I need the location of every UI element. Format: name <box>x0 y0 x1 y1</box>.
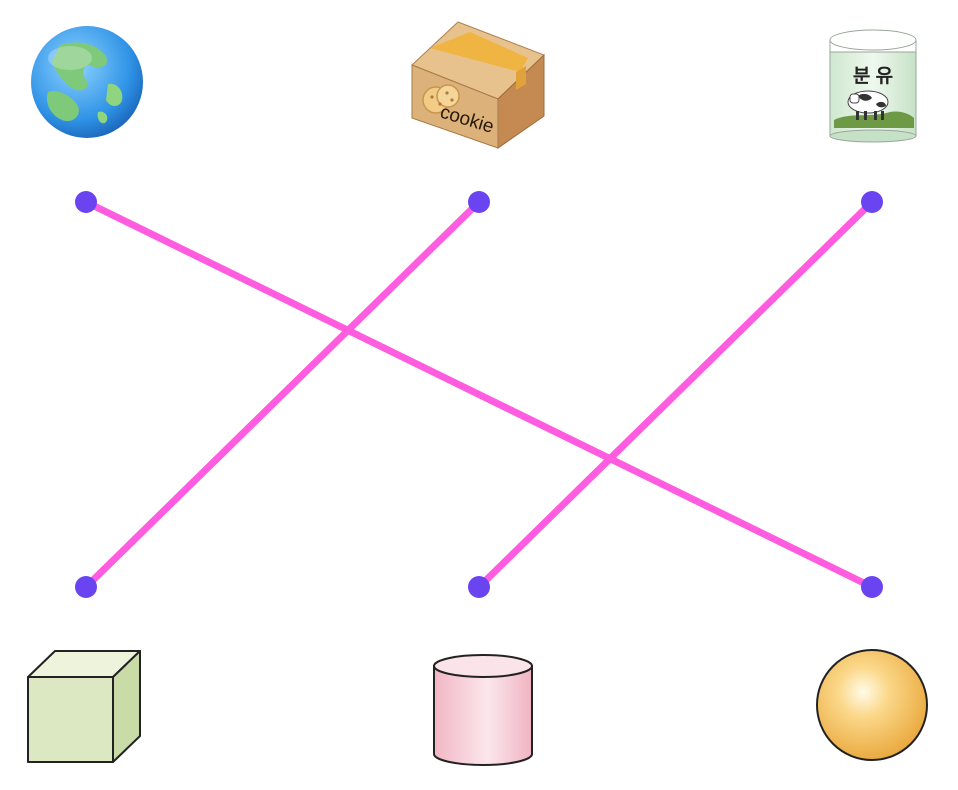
cookie-box-icon: cookie <box>411 21 545 149</box>
connection-line-formula-can-to-cylinder <box>475 198 876 591</box>
connection-lines <box>82 198 876 591</box>
dot-top-formula-can[interactable] <box>861 191 883 213</box>
connection-dots <box>75 191 883 598</box>
connection-line-globe-to-sphere <box>82 198 876 591</box>
dot-bottom-cylinder[interactable] <box>468 576 490 598</box>
sphere-icon <box>816 649 928 761</box>
cube-icon <box>27 650 141 763</box>
cylinder-icon <box>433 654 533 766</box>
formula-can-icon: 분 유 <box>829 29 917 143</box>
dot-top-globe[interactable] <box>75 191 97 213</box>
globe-icon <box>31 26 143 138</box>
dot-bottom-cube[interactable] <box>75 576 97 598</box>
formula-can-label: 분 유 <box>853 65 893 87</box>
dot-bottom-sphere[interactable] <box>861 576 883 598</box>
dot-top-cookie-box[interactable] <box>468 191 490 213</box>
connection-line-cookie-box-to-cube <box>82 198 483 591</box>
